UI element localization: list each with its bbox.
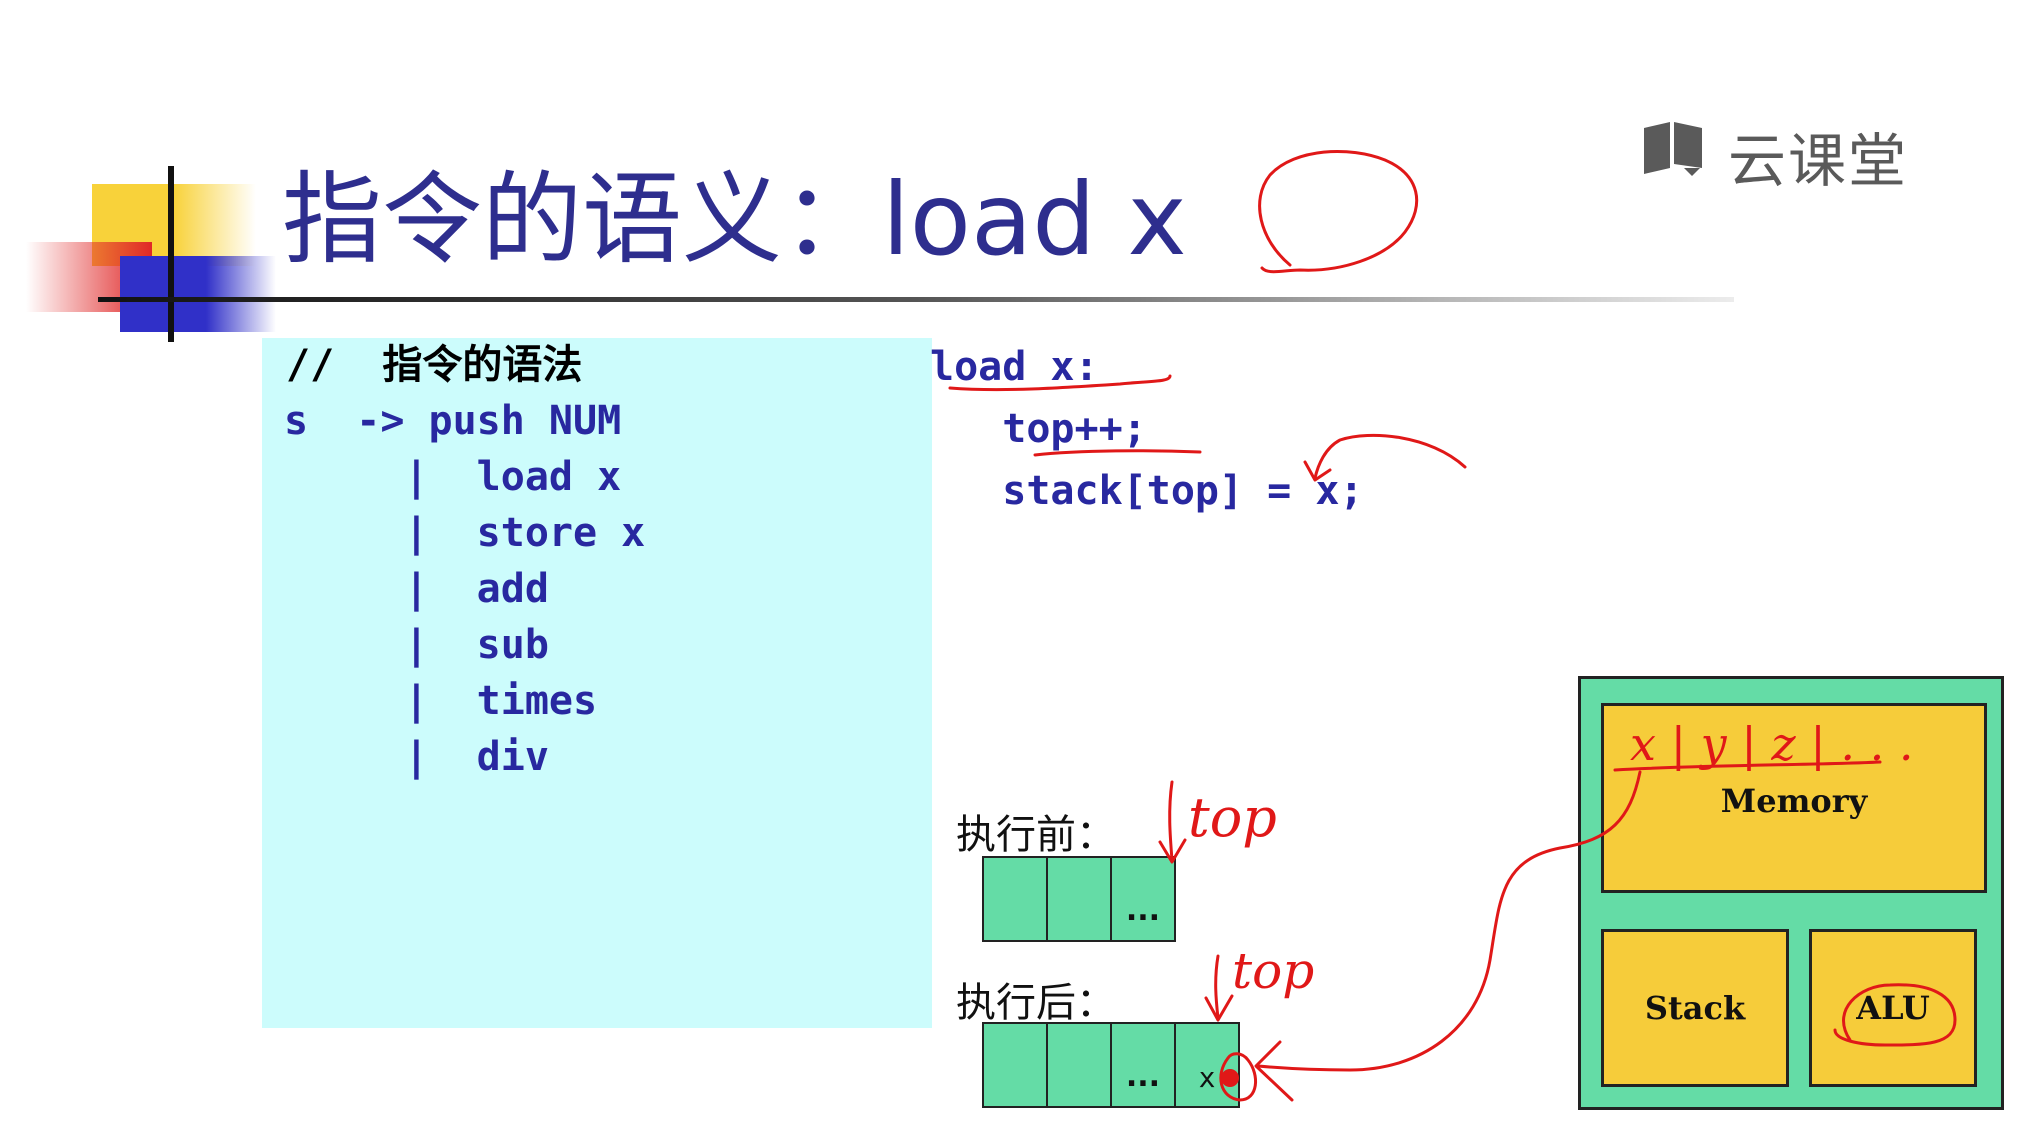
title-x-circle bbox=[1258, 149, 1419, 274]
grammar-comment: // 指令的语法 bbox=[286, 342, 583, 388]
top-arrow-after bbox=[1214, 954, 1220, 1020]
stack-cell bbox=[1046, 856, 1112, 942]
stack-before: ... bbox=[982, 856, 1176, 942]
grammar-line: | add bbox=[284, 566, 549, 612]
semantics-code: load x: top++; stack[top] = x; bbox=[930, 342, 1363, 528]
stack-after: ... x bbox=[982, 1022, 1240, 1108]
grammar-lines: s -> push NUM | load x | store x | add |… bbox=[284, 396, 645, 788]
title-deco-blue-fade bbox=[206, 256, 276, 332]
title-deco-yellow-fade bbox=[174, 184, 256, 266]
title-deco-blue bbox=[120, 256, 206, 332]
slide-title: 指令的语义：load x bbox=[282, 161, 1187, 278]
alu-label: ALU bbox=[1856, 989, 1930, 1027]
stack-cell bbox=[1046, 1022, 1112, 1108]
semantics-header: load x: bbox=[930, 344, 1099, 390]
book-icon bbox=[1644, 122, 1702, 176]
machine-diagram: Memory Stack ALU bbox=[1578, 676, 2004, 1110]
top-label-before: top bbox=[1188, 786, 1277, 849]
stack-cell: ... bbox=[1110, 1022, 1176, 1108]
grammar-line: | sub bbox=[284, 622, 549, 668]
memory-label: Memory bbox=[1720, 782, 1868, 820]
top-label-after: top bbox=[1232, 942, 1314, 1000]
grammar-box: // 指令的语法 s -> push NUM | load x | store … bbox=[262, 338, 932, 1028]
stack-block: Stack bbox=[1601, 929, 1789, 1087]
title-underline bbox=[98, 297, 1734, 302]
semantics-line: stack[top] = x; bbox=[930, 468, 1364, 514]
title-deco-vertical-line bbox=[168, 166, 174, 342]
semantics-line: top++; bbox=[930, 406, 1147, 452]
grammar-line: | store x bbox=[284, 510, 646, 556]
stack-cell-top: x bbox=[1174, 1022, 1240, 1108]
stack-cell bbox=[982, 856, 1048, 942]
grammar-line: | load x bbox=[284, 454, 622, 500]
yunketang-logo: 云课堂 bbox=[1640, 112, 1910, 195]
stack-cell: ... bbox=[1110, 856, 1176, 942]
alu-block: ALU bbox=[1809, 929, 1977, 1087]
stack-label: Stack bbox=[1644, 989, 1746, 1027]
grammar-line: | div bbox=[284, 734, 549, 780]
memory-block: Memory bbox=[1601, 703, 1987, 893]
grammar-line: s -> push NUM bbox=[284, 398, 622, 444]
after-label: 执行后： bbox=[956, 980, 1116, 1026]
grammar-line: | times bbox=[284, 678, 598, 724]
before-label: 执行前： bbox=[956, 812, 1116, 858]
top-arrow-before bbox=[1168, 780, 1174, 862]
stack-cell bbox=[982, 1022, 1048, 1108]
logo-text: 云课堂 bbox=[1728, 127, 1909, 195]
